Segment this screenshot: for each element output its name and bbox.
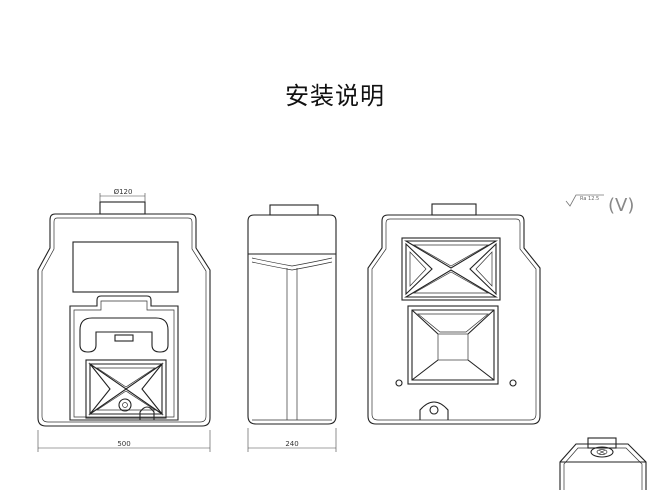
roughness-symbol: Ra 12.5 (V)	[565, 194, 634, 216]
roughness-check-icon	[565, 194, 604, 207]
back-rib-block	[401, 237, 501, 301]
front-slot	[114, 334, 134, 342]
iso-cap-cross-icon	[598, 449, 606, 455]
back-panel	[407, 305, 499, 385]
roughness-mark: Ra 12.5	[580, 196, 599, 202]
back-ribs	[404, 240, 498, 298]
front-recess-inner	[73, 300, 175, 418]
back-bottom-arch	[419, 401, 449, 420]
front-neck	[99, 201, 146, 215]
iso-cap	[590, 446, 614, 458]
front-ribs-inner	[95, 367, 157, 411]
back-panel-lines	[411, 309, 495, 381]
page-title: 安装说明	[285, 82, 385, 110]
back-body-outline	[367, 214, 541, 425]
front-view: Ø120 500	[37, 188, 211, 452]
front-bottom-arch	[139, 406, 155, 420]
front-body-inner	[41, 217, 207, 423]
iso-detail	[559, 437, 647, 490]
back-bolt-left	[395, 379, 403, 387]
iso-neck	[587, 437, 617, 449]
back-bolt-right	[509, 379, 517, 387]
side-width-label: 240	[285, 440, 298, 448]
front-width-label: 500	[117, 440, 130, 448]
front-rib-box	[85, 359, 167, 419]
back-bottom-hole	[429, 405, 439, 415]
iso-body	[559, 443, 647, 490]
side-neck	[269, 204, 319, 216]
side-body-outline	[247, 214, 337, 425]
front-ribs	[88, 362, 164, 416]
back-panel-center	[437, 333, 469, 361]
side-shoulder-curve	[251, 261, 333, 271]
roughness-suffix: (V)	[608, 195, 634, 216]
side-view: 240	[247, 204, 337, 452]
back-ribs-inner	[409, 244, 493, 294]
back-body-inner	[371, 218, 537, 421]
front-body-outline	[37, 213, 211, 427]
front-handle	[79, 317, 169, 353]
front-label-panel	[72, 241, 179, 293]
back-neck	[431, 203, 477, 216]
back-view	[367, 203, 541, 425]
front-recess	[69, 295, 179, 421]
diameter-label: Ø120	[114, 188, 133, 196]
front-drain-bolt	[118, 398, 132, 412]
